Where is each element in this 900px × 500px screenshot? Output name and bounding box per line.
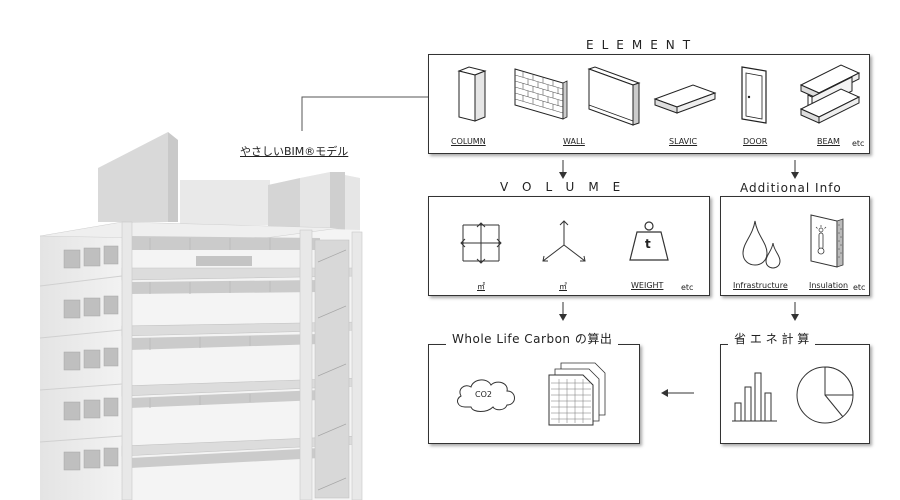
arrow-element-to-info (791, 160, 799, 179)
wall-panel-icon (587, 66, 641, 126)
bim-building-illustration (39, 132, 363, 500)
element-label-beam: BEAM (817, 137, 840, 146)
arrow-volume-to-carbon (559, 302, 567, 321)
energy-calculation-title: 省 エ ネ 計 算 (728, 330, 816, 347)
building-to-element-connector (301, 96, 430, 131)
insulation-icon (810, 214, 844, 268)
slab-icon (653, 84, 717, 114)
weight-symbol: t (645, 237, 651, 251)
energy-calculation-panel (720, 344, 870, 444)
bim-model-label: やさしいBIM®モデル (240, 145, 349, 158)
brick-wall-icon (514, 68, 568, 120)
bar-chart-icon (732, 372, 777, 422)
weight-icon (629, 221, 669, 261)
pie-chart-icon (796, 366, 854, 424)
element-label-column: COLUMN (451, 137, 486, 146)
facade-windows (63, 245, 119, 471)
volume-panel-title: VOLUME (494, 180, 641, 194)
door-icon (741, 66, 767, 124)
additional-info-panel-title: Additional Info (734, 181, 848, 195)
whole-life-carbon-title: Whole Life Carbon の算出 (446, 330, 619, 347)
arrow-energy-to-carbon (661, 389, 694, 397)
element-label-door: DOOR (743, 137, 768, 146)
element-panel-title: ELEMENT (580, 38, 705, 52)
element-etc: etc (852, 139, 865, 148)
co2-cloud-text: CO2 (475, 390, 492, 399)
volume-label-volume: ㎥ (559, 282, 567, 291)
info-label-insulation: Insulation (809, 281, 849, 290)
building-floors (121, 221, 363, 500)
info-etc: etc (853, 283, 866, 292)
water-drop-icon (742, 220, 781, 269)
arrow-info-to-energy (791, 302, 799, 321)
area-icon (460, 222, 502, 264)
additional-info-panel: Infrastructure Insulation etc (720, 196, 870, 296)
info-label-infrastructure: Infrastructure (733, 281, 788, 290)
element-label-wall: WALL (563, 137, 585, 146)
element-label-slavic: SLAVIC (669, 137, 698, 146)
co2-cloud-icon (457, 379, 515, 412)
beam-icon (799, 64, 861, 124)
volume-axes-icon (542, 220, 586, 262)
volume-panel: t ㎡ ㎥ WEIGHT etc (428, 196, 710, 296)
arrow-element-to-volume (559, 160, 567, 179)
element-panel: COLUMN WALL SLAVIC DOOR BEAM etc (428, 54, 870, 154)
column-icon (457, 66, 487, 122)
spreadsheet-icon (548, 362, 606, 426)
whole-life-carbon-panel: CO2 (428, 344, 640, 444)
volume-label-area: ㎡ (477, 282, 485, 291)
volume-label-weight: WEIGHT (631, 281, 664, 290)
volume-etc: etc (681, 283, 694, 292)
